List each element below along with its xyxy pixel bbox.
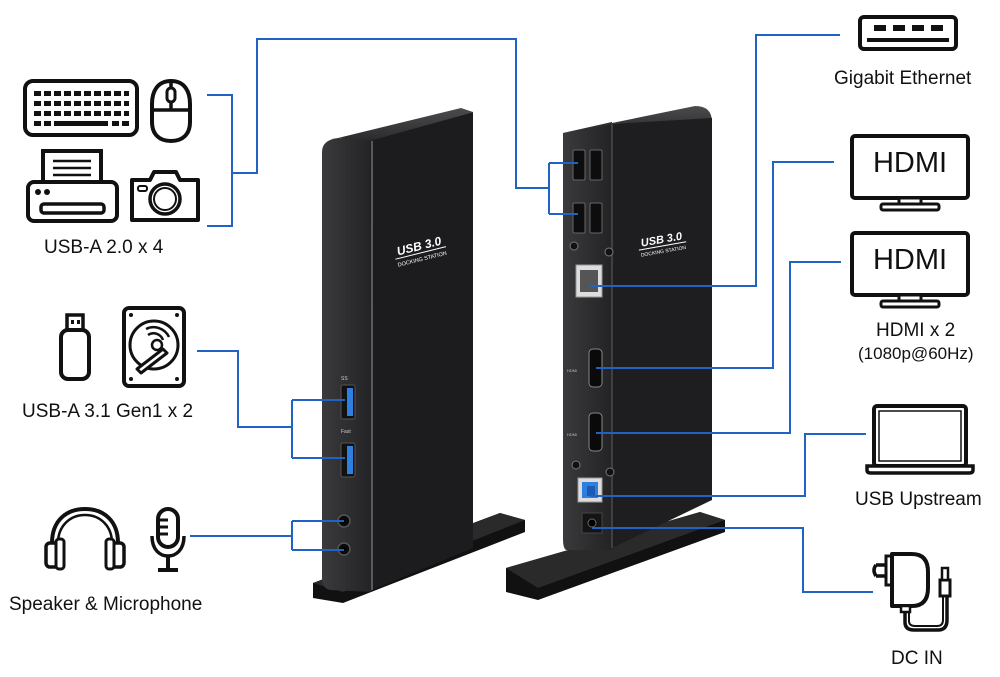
connector-usb3 [197,350,345,459]
back-hdmi-label-2: HDMI [567,432,577,437]
connector-ethernet [590,34,840,287]
connector-hdmi-2 [596,261,841,434]
back-usb2-port-1 [572,149,586,181]
hard-drive-icon [122,306,186,388]
docking-station-back: USB 3.0 DOCKING STATION HDMI HDMI [506,106,725,600]
hdmi-monitor-icon-1: HDMI [849,133,971,213]
headphones-icon [44,506,126,571]
front-fast-label: Fast [341,429,351,435]
front-top-face [338,108,473,141]
laptop-icon [865,404,975,475]
ethernet-port-icon [858,15,958,51]
label-usb-a-31: USB-A 3.1 Gen1 x 2 [22,401,194,422]
microphone-icon [150,507,186,572]
power-adapter-icon [872,552,952,632]
front-side-face [322,138,372,592]
connector-usb-upstream [590,433,866,497]
back-hdmi-label-1: HDMI [567,368,577,373]
camera-icon [130,170,200,222]
front-ss-label: SS [341,376,348,382]
label-hdmi-resolution: (1080p@60Hz) [858,344,974,363]
connector-audio [190,520,344,551]
front-main-face [370,112,473,590]
label-usb-a-20: USB-A 2.0 x 4 [44,237,164,258]
hdmi-monitor-icon-2: HDMI [849,230,971,310]
monitor-frame-icon [850,134,970,212]
connector-hdmi-1 [596,161,834,369]
label-ethernet: Gigabit Ethernet [834,68,972,89]
connector-usb2 [207,38,578,227]
back-usb2-port-4 [589,202,603,234]
back-usb2-port-2 [589,149,603,181]
back-top-face [563,106,712,133]
usb-flash-drive-icon [59,313,91,381]
mouse-icon [150,78,192,144]
docking-station-front: USB 3.0 DOCKING STATION SS Fast [313,108,525,603]
label-audio: Speaker & Microphone [9,594,203,615]
label-dc-in: DC IN [891,648,943,669]
label-usb-upstream: USB Upstream [855,489,982,510]
monitor-text-1: HDMI [872,147,948,179]
monitor-frame-icon [850,231,970,309]
label-hdmi: HDMI x 2 [876,320,956,341]
monitor-text-2: HDMI [872,244,948,276]
printer-icon [26,149,119,223]
back-usb2-port-3 [572,202,586,234]
keyboard-icon [23,79,139,137]
connector-dc-in [592,527,873,593]
back-main-face [612,118,712,548]
connector-lines [190,34,873,593]
